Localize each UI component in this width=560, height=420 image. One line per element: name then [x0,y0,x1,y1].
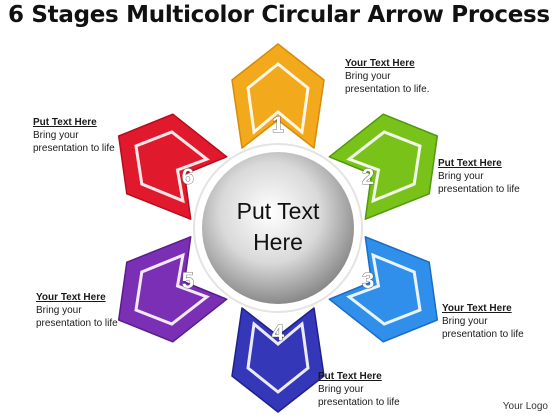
callout-heading: Your Text Here [345,58,415,69]
callout-stage-1: Your Text Here Bring your presentation t… [345,57,430,96]
callout-heading: Put Text Here [318,371,382,382]
callout-line: presentation to life [36,318,118,329]
stage-arrow-1: 1 [231,43,325,149]
stage-number-6: 6 [182,164,194,189]
center-text-line2: Here [253,229,303,255]
callout-heading: Put Text Here [33,117,97,128]
stage-arrow-highlight [134,252,210,326]
callout-stage-4: Put Text Here Bring your presentation to… [318,370,400,409]
callout-stage-6: Put Text Here Bring your presentation to… [33,116,115,155]
center-circle [202,152,354,304]
stage-arrow-3: 3 [328,236,439,343]
callout-line: presentation to life [33,143,115,154]
stage-number-5: 5 [182,268,194,293]
stage-arrow-2: 2 [328,113,439,220]
callout-stage-5: Your Text Here Bring your presentation t… [36,291,118,330]
stage-arrow-highlight [346,252,422,326]
callout-line: Bring your [33,130,79,141]
stage-arrow-body [328,113,439,220]
stage-arrow-highlight [134,130,210,204]
stage-arrow-body [231,43,325,149]
callout-line: presentation to life [438,184,520,195]
center-text: Put Text Here [208,196,348,258]
stage-arrow-5: 5 [117,236,228,343]
callout-line: presentation to life. [345,84,430,95]
callout-line: Bring your [318,384,364,395]
stage-arrow-body [328,236,439,343]
callout-line: Bring your [438,171,484,182]
stage-arrow-body [117,113,228,220]
stage-arrow-body [231,307,325,413]
stage-arrow-4: 4 [231,307,325,413]
callout-line: presentation to life [442,329,524,340]
stage-number-4: 4 [272,320,285,345]
page-title: 6 Stages Multicolor Circular Arrow Proce… [8,2,550,28]
stage-arrow-highlight [246,321,310,394]
stage-arrow-6: 6 [117,113,228,220]
callout-heading: Your Text Here [36,292,106,303]
stage-number-2: 2 [362,164,374,189]
stage-number-1: 1 [272,112,284,137]
stage-arrow-highlight [346,130,422,204]
stage-arrow-body [117,236,228,343]
callout-stage-3: Your Text Here Bring your presentation t… [442,302,524,341]
callout-heading: Your Text Here [442,303,512,314]
logo-text: Your Logo [502,401,548,412]
callout-heading: Put Text Here [438,158,502,169]
stage-arrow-highlight [246,62,310,135]
center-text-line1: Put Text [236,198,320,224]
stage-number-3: 3 [362,268,374,293]
callout-line: Bring your [36,305,82,316]
callout-line: presentation to life [318,397,400,408]
callout-line: Bring your [345,71,391,82]
callout-line: Bring your [442,316,488,327]
callout-stage-2: Put Text Here Bring your presentation to… [438,157,520,196]
